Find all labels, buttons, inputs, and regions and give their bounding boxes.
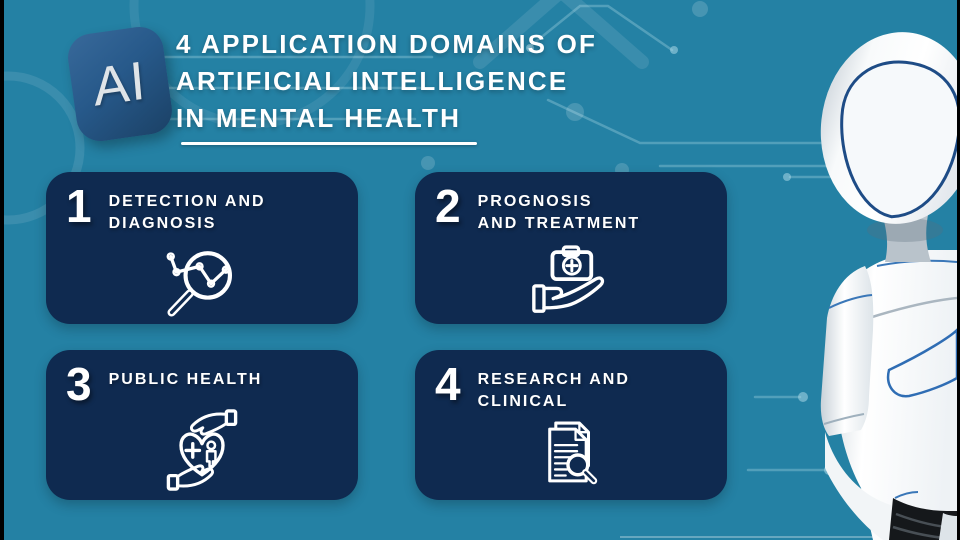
hand-first-aid-kit-icon: [532, 245, 605, 313]
card-2-label: PROGNOSIS AND TREATMENT: [477, 193, 641, 232]
card-1-header: 1 DETECTION AND DIAGNOSIS: [46, 172, 358, 235]
card-4-number: 4: [435, 358, 461, 410]
hands-heart-care-icon: [166, 409, 238, 491]
title-underline: [181, 142, 477, 145]
card-public-health: 3 PUBLIC HEALTH: [46, 350, 358, 500]
magnifier-chart-icon: [166, 251, 233, 317]
card-3-number: 3: [66, 358, 92, 410]
frame-edge-left: [0, 0, 4, 540]
ai-logo: AI: [64, 23, 176, 145]
card-2-number: 2: [435, 180, 461, 232]
card-3-header: 3 PUBLIC HEALTH: [46, 350, 358, 407]
card-detection-and-diagnosis: 1 DETECTION AND DIAGNOSIS: [46, 172, 358, 324]
white-humanoid-robot: [820, 32, 957, 540]
card-prognosis-and-treatment: 2 PROGNOSIS AND TREATMENT: [415, 172, 727, 324]
title-line-3: IN MENTAL HEALTH: [176, 103, 462, 133]
card-4-label: RESEARCH AND CLINICAL: [477, 371, 630, 410]
page-title: 4 APPLICATION DOMAINS OF ARTIFICIAL INTE…: [176, 26, 597, 145]
ai-logo-text: AI: [91, 50, 149, 118]
title-line-1: 4 APPLICATION DOMAINS OF: [176, 29, 598, 59]
card-4-header: 4 RESEARCH AND CLINICAL: [415, 350, 727, 413]
card-1-number: 1: [66, 180, 92, 232]
card-research-and-clinical: 4 RESEARCH AND CLINICAL: [415, 350, 727, 500]
document-magnifier-icon: [548, 421, 598, 485]
card-1-label: DETECTION AND DIAGNOSIS: [108, 193, 266, 232]
card-2-header: 2 PROGNOSIS AND TREATMENT: [415, 172, 727, 235]
card-3-label: PUBLIC HEALTH: [108, 371, 263, 388]
frame-edge-right: [957, 0, 960, 540]
title-line-2: ARTIFICIAL INTELLIGENCE: [176, 66, 569, 96]
